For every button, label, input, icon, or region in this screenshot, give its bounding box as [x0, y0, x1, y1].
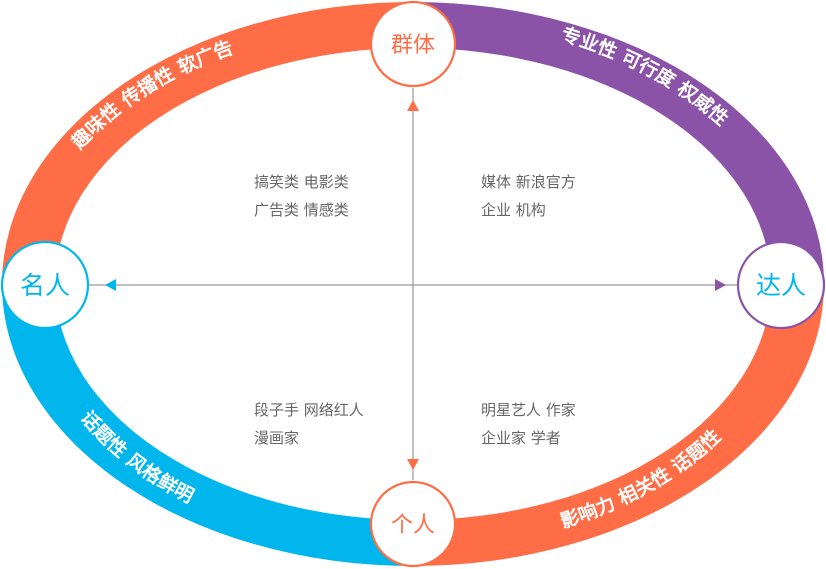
quadrant-top-left: 搞笑类 电影类 广告类 情感类: [254, 168, 349, 224]
node-left: 名人: [0, 240, 90, 330]
quadrant-bottom-left: 段子手 网络红人 漫画家: [254, 396, 364, 452]
quadrant-top-right-line-1: 媒体 新浪官方: [481, 173, 576, 191]
quadrant-bottom-left-line-2: 漫画家: [254, 429, 300, 447]
node-bottom: 个人: [369, 480, 457, 568]
node-top: 群体: [369, 0, 457, 88]
quadrant-bottom-right-line-1: 明星艺人 作家: [481, 401, 576, 419]
arrow-up-icon: [407, 100, 419, 111]
arc-label-top-left: 趣味性 传播性 软广告: [66, 36, 236, 154]
arrow-right-icon: [715, 279, 726, 291]
node-right: 达人: [736, 240, 826, 330]
arc-bottom-right: [413, 284, 824, 566]
quadrant-bottom-right: 明星艺人 作家 企业家 学者: [481, 396, 576, 452]
node-bottom-circle: [369, 480, 457, 568]
node-right-circle: [736, 240, 826, 330]
quadrant-top-right-line-2: 企业 机构: [481, 201, 546, 219]
arc-top-left: [2, 2, 413, 284]
arc-top-right: [413, 2, 824, 284]
node-right-label: 达人: [756, 271, 806, 300]
quadrant-top-left-line-2: 广告类 情感类: [254, 201, 349, 219]
node-left-label: 名人: [20, 271, 70, 300]
quadrant-bottom-left-line-1: 段子手 网络红人: [254, 401, 364, 419]
node-top-circle: [369, 0, 457, 88]
quadrant-top-left-line-1: 搞笑类 电影类: [254, 173, 349, 191]
arrow-left-icon: [105, 279, 116, 291]
node-left-circle: [0, 240, 90, 330]
node-top-label: 群体: [391, 33, 435, 58]
arrow-down-icon: [407, 459, 419, 470]
axes: [88, 88, 740, 480]
quadrant-top-right: 媒体 新浪官方 企业 机构: [481, 168, 576, 224]
quadrant-bottom-right-line-2: 企业家 学者: [481, 429, 561, 447]
node-bottom-label: 个人: [391, 513, 435, 538]
